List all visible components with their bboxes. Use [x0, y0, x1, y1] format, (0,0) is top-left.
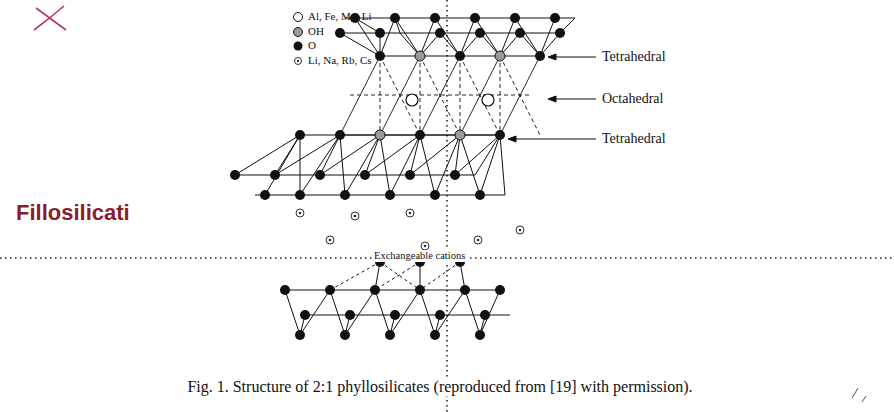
lower-tetrahedral-sheet [235, 135, 505, 195]
upper-tetrahedral-sheet [335, 18, 575, 56]
cation-label: Exchangeable cations [372, 250, 467, 262]
legend-text: Al, Fe, Mg, Li [308, 11, 372, 22]
pointer-arrow [508, 54, 596, 142]
legend-swatch [294, 13, 303, 65]
octahedral-cation [406, 94, 494, 106]
octahedral-sheet [340, 56, 540, 135]
pen-mark [34, 6, 66, 30]
layer-label: Octahedral [602, 91, 663, 106]
figure-caption: Fig. 1. Structure of 2:1 phyllosilicates… [185, 378, 694, 396]
exchangeable-cation [296, 209, 524, 250]
pen-mark [852, 388, 866, 402]
bottom-tetrahedral-sheet [285, 262, 510, 335]
legend-text: OH [308, 26, 324, 37]
hydroxyl-group [375, 51, 505, 140]
slide-title: Fillosilicati [16, 200, 130, 226]
layer-label: Tetrahedral [602, 131, 666, 146]
layer-label: Tetrahedral [602, 49, 666, 64]
dotted-guide [446, 0, 448, 412]
oxygen-atom [230, 13, 565, 340]
legend-text: Li, Na, Rb, Cs [308, 55, 372, 66]
exchangeable-cation-dot [299, 212, 522, 248]
legend-text: O [308, 40, 316, 51]
